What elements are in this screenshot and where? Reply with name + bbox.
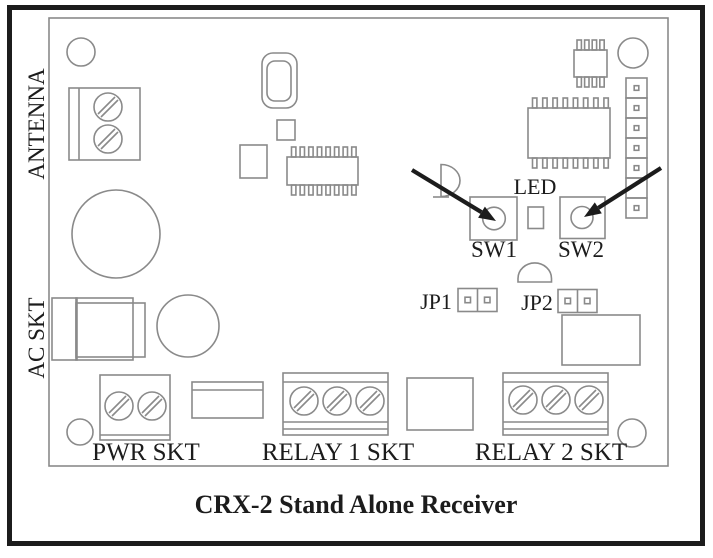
- fuse-component: [191, 381, 264, 419]
- label-jp2: JP2: [521, 290, 553, 315]
- label-sw1: SW1: [471, 237, 517, 262]
- small-component: [276, 119, 296, 141]
- ic-chip-small: [573, 39, 608, 88]
- mounting-hole-top-left: [66, 37, 96, 67]
- ic-chip-middle: [286, 146, 359, 196]
- label-jp1: JP1: [420, 289, 452, 314]
- pcb-outline: [48, 17, 669, 467]
- crystal-resonator: [261, 52, 298, 109]
- label-antenna: ANTENNA: [24, 68, 49, 180]
- diagram-title: CRX-2 Stand Alone Receiver: [195, 490, 518, 519]
- transistor-outline: [433, 163, 461, 198]
- arrowhead-sw2: [584, 202, 602, 217]
- label-ac-skt: AC SKT: [24, 297, 49, 378]
- mounting-hole-bottom-left: [66, 418, 94, 446]
- label-relay2-skt: RELAY 2 SKT: [475, 439, 627, 466]
- ic-chip-large: [527, 97, 611, 169]
- arrow-to-sw1: [410, 168, 496, 221]
- led-component: [527, 206, 545, 230]
- relay2-terminal-block: [502, 372, 609, 436]
- label-led: LED: [514, 174, 557, 199]
- jp1-jumper: [457, 287, 498, 313]
- label-pwr-skt: PWR SKT: [92, 439, 200, 466]
- pwr-terminal-block: [99, 374, 171, 441]
- mounting-hole-top-right: [617, 37, 649, 69]
- pin-header-column: [625, 77, 648, 219]
- ac-socket: [51, 297, 146, 361]
- jp2-jumper: [557, 288, 598, 314]
- component-between-relays: [406, 377, 474, 431]
- relay-body: [561, 314, 641, 366]
- dome-component: [517, 262, 553, 283]
- relay1-terminal-block: [282, 372, 389, 436]
- small-component-2: [239, 144, 268, 179]
- sw2-button: [559, 196, 606, 240]
- round-component-mid-left: [156, 294, 220, 358]
- label-sw2: SW2: [558, 237, 604, 262]
- mounting-holes: [66, 37, 649, 448]
- large-capacitor: [71, 189, 161, 279]
- arrow-to-sw2: [584, 166, 663, 217]
- arrowhead-sw1: [478, 206, 496, 221]
- outer-frame: [7, 5, 705, 546]
- antenna-terminal-block: [68, 87, 141, 161]
- mounting-hole-bottom-right: [617, 418, 647, 448]
- label-relay1-skt: RELAY 1 SKT: [262, 439, 414, 466]
